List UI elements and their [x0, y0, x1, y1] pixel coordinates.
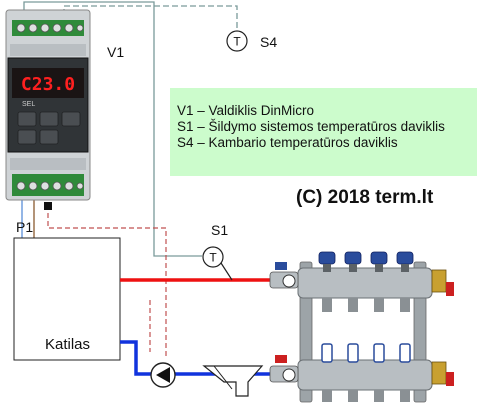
- room-sensor-label: S4: [260, 34, 278, 50]
- pump-icon: [150, 362, 176, 388]
- sel-button-label: SEL: [22, 101, 35, 108]
- legend-item-s1: S1 – Šildymo sistemos temperatūros davik…: [177, 119, 445, 134]
- manifold-icon: [297, 251, 454, 403]
- boiler-box: [13, 237, 121, 361]
- pump-signal-wire: [47, 205, 167, 356]
- boiler-label: Katilas: [45, 336, 91, 353]
- controller-din-rail: C23.0 SEL: [5, 9, 91, 210]
- return-valve-icon: [269, 355, 299, 383]
- supply-temperature-sensor-s1: T: [202, 246, 233, 281]
- controller-label: V1: [107, 44, 125, 60]
- legend-box: V1 – Valdiklis DinMicro S1 – Šildymo sis…: [170, 88, 477, 176]
- supply-valve-icon: [269, 262, 299, 289]
- filter-icon: [202, 365, 264, 397]
- room-temperature-sensor-s4: T: [226, 30, 248, 52]
- supply-sensor-label: S1: [211, 222, 229, 238]
- controller-display-reading: C23.0: [21, 74, 75, 95]
- pump-output-label: P1: [16, 219, 34, 235]
- controller-buttons: [17, 111, 81, 145]
- bottom-terminals: [16, 181, 84, 191]
- copyright-text: (C) 2018 term.lt: [296, 187, 434, 208]
- legend-item-v1: V1 – Valdiklis DinMicro: [177, 103, 315, 118]
- top-terminals: [16, 23, 84, 33]
- s1-sensor-wire: [23, 1, 202, 257]
- s1-sensor-symbol: T: [209, 251, 217, 265]
- s4-sensor-symbol: T: [233, 35, 241, 49]
- legend-item-s4: S4 – Kambario temperatūros daviklis: [177, 135, 398, 150]
